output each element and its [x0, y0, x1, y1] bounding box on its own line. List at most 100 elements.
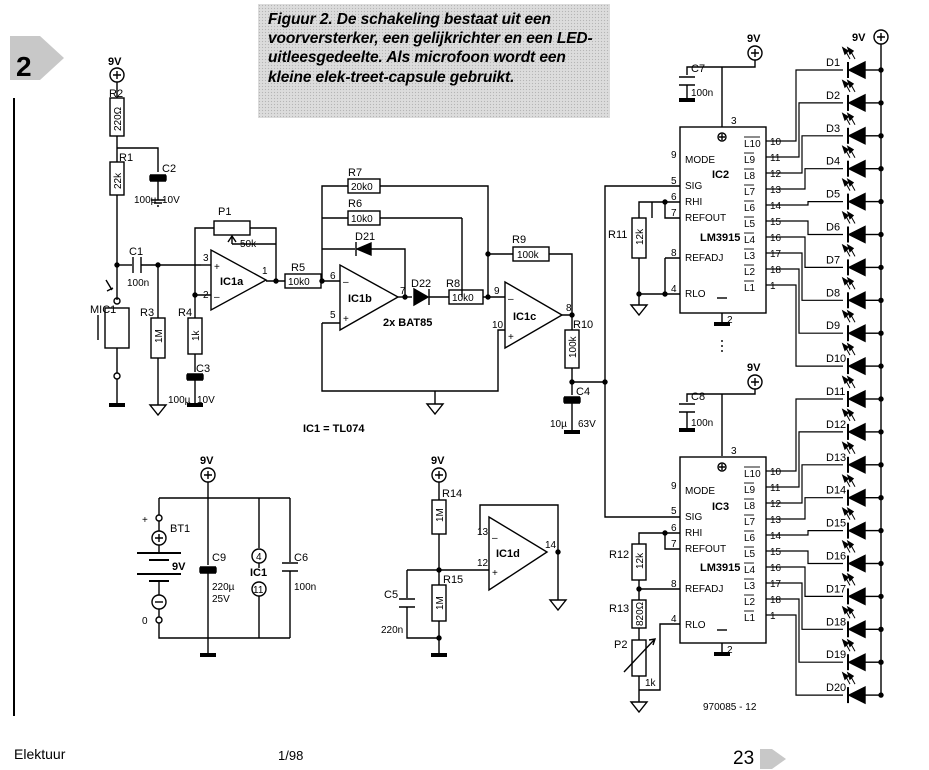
- svg-text:C6: C6: [294, 552, 308, 564]
- svg-text:2x BAT85: 2x BAT85: [383, 317, 432, 329]
- resistor-r4: R4 1k: [178, 307, 203, 355]
- svg-text:SIG: SIG: [685, 181, 702, 192]
- svg-text:0: 0: [142, 616, 148, 627]
- ic2-pin-l3: L3: [744, 251, 756, 262]
- svg-text:–: –: [492, 533, 498, 544]
- ic3-pin-number: 14: [770, 531, 782, 542]
- svg-text:10V: 10V: [197, 395, 215, 406]
- svg-text:4: 4: [671, 614, 677, 625]
- ic3-pin-l3: L3: [744, 581, 756, 592]
- led-label: D16: [826, 551, 846, 563]
- capacitor-c5: C5 220n: [381, 589, 439, 639]
- svg-text:RHI: RHI: [685, 197, 702, 208]
- led-d17: D17: [826, 572, 884, 606]
- svg-text:D21: D21: [355, 231, 375, 243]
- ic3-pin-l9: L9: [744, 485, 756, 496]
- svg-text:REFADJ: REFADJ: [685, 253, 723, 264]
- svg-text:RLO: RLO: [685, 620, 706, 631]
- svg-text:10k0: 10k0: [288, 277, 310, 288]
- svg-text:12k: 12k: [635, 552, 646, 569]
- ic2-lm3915: IC2 LM3915: [679, 126, 767, 314]
- led-label: D2: [826, 90, 840, 102]
- svg-text:P2: P2: [614, 639, 627, 651]
- ic2-pin-number: 17: [770, 249, 782, 260]
- svg-text:REFADJ: REFADJ: [685, 584, 723, 595]
- supply-9v-preamp: 9V: [108, 56, 125, 83]
- resistor-r13: R13 820Ω: [609, 599, 647, 629]
- resistor-r9: R9 100k: [512, 234, 550, 262]
- footer-issue: 1/98: [278, 748, 304, 763]
- led-d4: D4: [826, 145, 884, 178]
- ground-ic1d: [548, 599, 568, 612]
- figure-number: 2: [16, 51, 32, 82]
- ic2-pin-l1: L1: [744, 283, 756, 294]
- led-label: D11: [826, 386, 845, 398]
- svg-text:220n: 220n: [381, 625, 403, 636]
- diode-d21: D21: [355, 231, 375, 257]
- svg-text:6: 6: [671, 192, 677, 203]
- ic3-pin-l10: L10: [744, 469, 761, 480]
- svg-text:4: 4: [256, 552, 262, 563]
- ic2-pin-number: 15: [770, 217, 782, 228]
- led-label: D10: [826, 353, 846, 365]
- led-label: D13: [826, 452, 846, 464]
- opamp-ic1a: IC1a 3 2 1 + –: [203, 248, 268, 312]
- svg-text:3: 3: [731, 116, 737, 127]
- capacitor-c2: C2 100µ 10V: [134, 163, 180, 206]
- ic3-lm3915: IC3 LM3915: [679, 456, 767, 644]
- resistor-r11: R11 12k: [608, 217, 647, 259]
- ic1-power-pins: 4 IC1 11: [250, 548, 267, 638]
- margin-rule: [13, 98, 15, 716]
- led-wire: [766, 431, 843, 488]
- supply-9v-ref: 9V: [431, 455, 447, 483]
- svg-text:10V: 10V: [162, 195, 180, 206]
- ic3-pin-number: 11: [770, 483, 781, 494]
- led-wire: [766, 530, 843, 536]
- resistor-r8: R8 10k0: [446, 278, 484, 305]
- svg-text:RLO: RLO: [685, 289, 706, 300]
- ground-rectifier: [425, 391, 445, 416]
- led-label: D3: [826, 123, 840, 135]
- svg-text:LM3915: LM3915: [700, 562, 740, 574]
- svg-text:IC1: IC1: [250, 567, 267, 579]
- svg-text:C8: C8: [691, 391, 705, 403]
- led-wire: [766, 497, 843, 520]
- svg-text:10µ: 10µ: [550, 419, 567, 430]
- led-d5: D5: [826, 178, 884, 211]
- svg-text:D22: D22: [411, 278, 431, 290]
- svg-text:+: +: [492, 568, 498, 579]
- led-d8: D8: [826, 276, 884, 310]
- svg-text:10k0: 10k0: [452, 293, 474, 304]
- svg-text:C7: C7: [691, 63, 705, 75]
- svg-text:10k0: 10k0: [351, 214, 373, 225]
- svg-text:IC1c: IC1c: [513, 311, 536, 323]
- svg-text:MODE: MODE: [685, 486, 715, 497]
- opamp-ic1b: IC1b 6 5 7 – +: [330, 263, 406, 332]
- svg-text:100n: 100n: [127, 278, 149, 289]
- svg-text:1k: 1k: [645, 678, 657, 689]
- led-d2: D2: [826, 79, 884, 113]
- led-d3: D3: [826, 112, 884, 145]
- microphone-mic1: MIC1: [90, 279, 130, 405]
- svg-text:2: 2: [727, 315, 733, 326]
- capacitor-c4: C4 10µ 63V: [550, 386, 596, 432]
- svg-text:3: 3: [731, 446, 737, 457]
- led-d6: D6: [826, 210, 884, 244]
- capacitor-c6: C6 100n: [282, 552, 316, 638]
- led-label: D9: [826, 320, 840, 332]
- ic3-pin-l2: L2: [744, 597, 756, 608]
- resistor-r12: R12 12k: [609, 543, 647, 581]
- figure-number-tab: [10, 36, 64, 80]
- supply-9v-ic3: 9V: [747, 362, 763, 390]
- svg-text:R7: R7: [348, 167, 362, 179]
- ic2-pin-l6: L6: [744, 203, 756, 214]
- svg-text:R13: R13: [609, 603, 629, 615]
- svg-text:BT1: BT1: [170, 523, 190, 535]
- resistor-r7: R7 20k0: [347, 167, 381, 194]
- led-label: D7: [826, 254, 840, 266]
- capacitor-c3: C3 100µ 10V: [168, 363, 215, 406]
- resistor-r3: R3 1M: [140, 307, 166, 359]
- led-label: D17: [826, 583, 846, 595]
- svg-text:–: –: [343, 277, 349, 288]
